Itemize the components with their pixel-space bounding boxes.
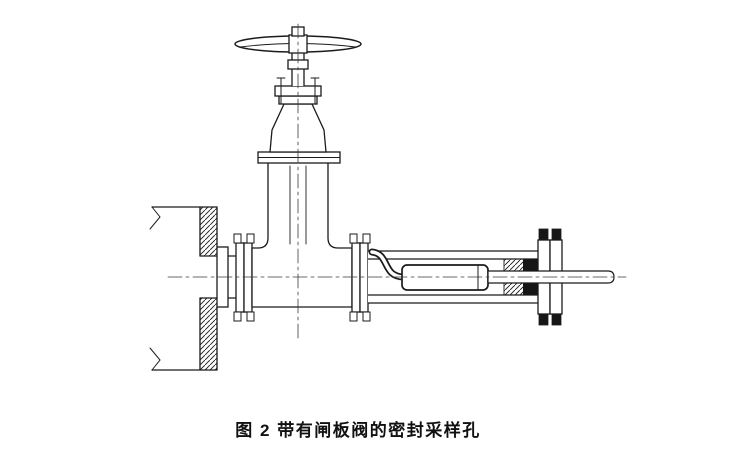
sample-cylinder: [401, 264, 489, 291]
packing-seals: [503, 258, 539, 296]
outlet-flange-pair: [349, 233, 371, 322]
vessel-wall-section: [149, 206, 218, 371]
inlet-flange-pair: [233, 233, 255, 322]
centerlines: [167, 23, 627, 339]
figure-caption: 图 2 带有闸板阀的密封采样孔: [235, 421, 481, 440]
bonnet-flange: [257, 151, 341, 164]
valve-body: [251, 161, 353, 308]
sampling-probe-tube: [368, 248, 408, 281]
